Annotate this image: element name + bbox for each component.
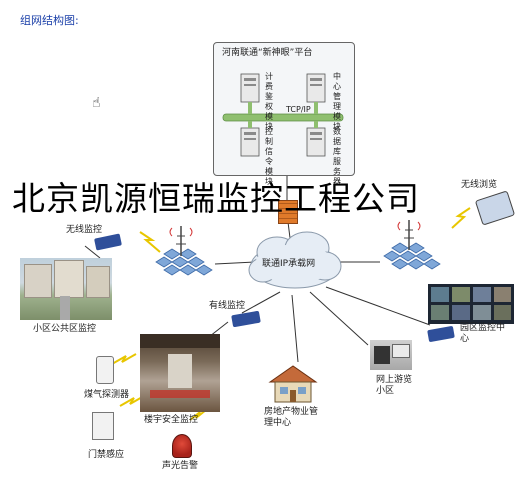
platform-title: 河南联通“新神眼”平台 (222, 48, 313, 58)
camera-photo-link (84, 245, 101, 259)
gas-detector-icon (96, 356, 114, 384)
wired-monitor-label: 有线监控 (209, 301, 246, 311)
cloud-property-link (291, 294, 299, 363)
bolt-alarm (189, 409, 207, 421)
firewall-icon (278, 200, 298, 224)
gas-detector-label: 煤气探测器 (84, 390, 130, 400)
module-billing-label: 计费鉴权模块 (265, 72, 273, 131)
ip-network-cloud (248, 231, 342, 289)
module-center-label: 中心管理模块 (333, 72, 341, 131)
wireless-monitor-label: 无线监控 (66, 225, 103, 235)
door-sensor-label: 门禁感应 (88, 450, 125, 460)
bus-pipe (222, 113, 344, 122)
building-security-label: 楼宇安全监控 (144, 415, 199, 425)
campus-monitor-wall-photo (428, 284, 514, 324)
community-photo (20, 258, 112, 320)
left-wireless-hex-cluster (155, 226, 213, 276)
server-billing-icon (240, 73, 260, 114)
building-corridor-photo (140, 334, 220, 412)
platform-diagram (222, 73, 344, 157)
server-center-icon (306, 73, 326, 114)
bolt-left (139, 231, 161, 253)
cloud-label: 联通IP承载网 (262, 259, 316, 269)
campus-monitor-label: 园区监控中心 (460, 323, 506, 344)
cloud-campus-link (325, 286, 431, 326)
bolt-gas (111, 353, 137, 365)
cloud-wired-link (241, 291, 281, 314)
server-database-icon (306, 121, 326, 157)
firewall-link (287, 221, 291, 239)
property-center-label-line: 房地产物业管理中心 (264, 407, 320, 429)
siren-alarm-icon (172, 434, 192, 458)
company-watermark: 北京凯源恒瑞监控工程公司 (12, 179, 420, 218)
community-public-label: 小区公共区监控 (33, 324, 97, 334)
server-control-icon (240, 121, 260, 157)
protocol-label: TCP/IP (286, 105, 311, 114)
cloud-left-link (214, 261, 256, 265)
cloud-online-link (309, 291, 369, 346)
platform-box (213, 42, 355, 176)
online-view-label: 网上游览小区 (376, 375, 413, 396)
online-view-photo (370, 340, 412, 370)
property-center-label: 房地产物业管理中心 (264, 407, 319, 428)
module-control-label: 控制信令模块 (265, 127, 273, 186)
module-database-label: 数据库服务器 (333, 127, 341, 186)
house-icon (266, 362, 320, 404)
bolt-right (451, 207, 471, 229)
right-wireless-hex-cluster (383, 220, 441, 270)
wireless-view-label: 无线浏览 (461, 180, 498, 190)
alarm-label: 声光告警 (162, 461, 199, 471)
hand-cursor-icon: ☝ (92, 95, 101, 111)
door-sensor-icon (92, 412, 114, 440)
bolt-door (119, 395, 145, 407)
diagram-heading: 组网结构图: (20, 14, 79, 27)
